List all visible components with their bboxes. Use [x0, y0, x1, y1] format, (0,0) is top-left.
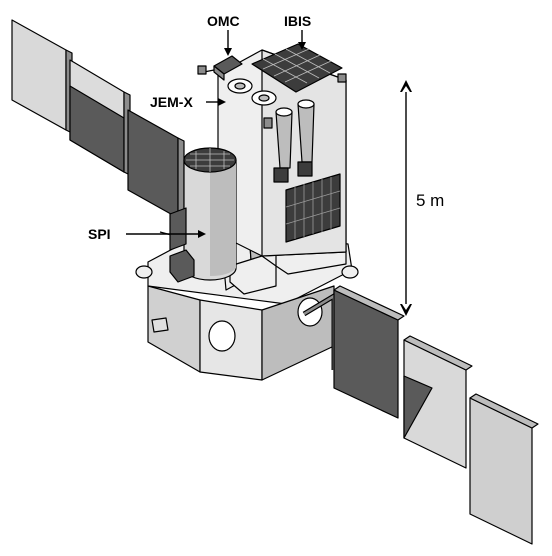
scale-arrow	[400, 80, 412, 316]
service-module-small-box	[151, 317, 169, 333]
payload-tower	[197, 43, 347, 257]
omc-arrow	[224, 30, 232, 56]
tower-attachment	[263, 117, 273, 129]
ibis-arrow	[298, 30, 306, 50]
jemx-arrow	[206, 98, 226, 106]
service-module-port-1	[208, 320, 236, 352]
spi-side-plate-1	[169, 207, 187, 251]
left-solar-array	[11, 19, 229, 251]
jemx-telescope-2	[297, 99, 315, 177]
jemx-telescope-1	[273, 107, 293, 183]
left-solar-panel-2	[69, 59, 131, 176]
scale-label: 5 m	[416, 191, 444, 210]
jemx-units	[227, 78, 277, 106]
service-module	[135, 183, 359, 381]
left-solar-panel-3	[127, 109, 185, 222]
right-solar-panel-2	[403, 335, 473, 469]
right-solar-panel-1	[333, 285, 405, 419]
spi-side-plate-2	[169, 249, 195, 283]
leader-lines	[126, 30, 412, 316]
left-solar-panel-1	[11, 19, 73, 134]
service-module-thruster-left	[135, 265, 153, 279]
omc-label: OMC	[207, 13, 240, 29]
right-solar-array	[302, 285, 539, 545]
spi-label: SPI	[88, 226, 111, 242]
ibis-label: IBIS	[284, 13, 311, 29]
tower-bracket	[337, 73, 347, 83]
omc-camera	[197, 55, 243, 81]
service-module-thruster-right	[341, 265, 359, 279]
ibis-radiator	[285, 173, 341, 243]
spi-instrument	[169, 147, 237, 283]
ibis-mask	[251, 43, 343, 93]
right-solar-panel-3	[469, 393, 539, 545]
spi-arrow	[126, 230, 206, 238]
jemx-label: JEM-X	[150, 94, 193, 110]
